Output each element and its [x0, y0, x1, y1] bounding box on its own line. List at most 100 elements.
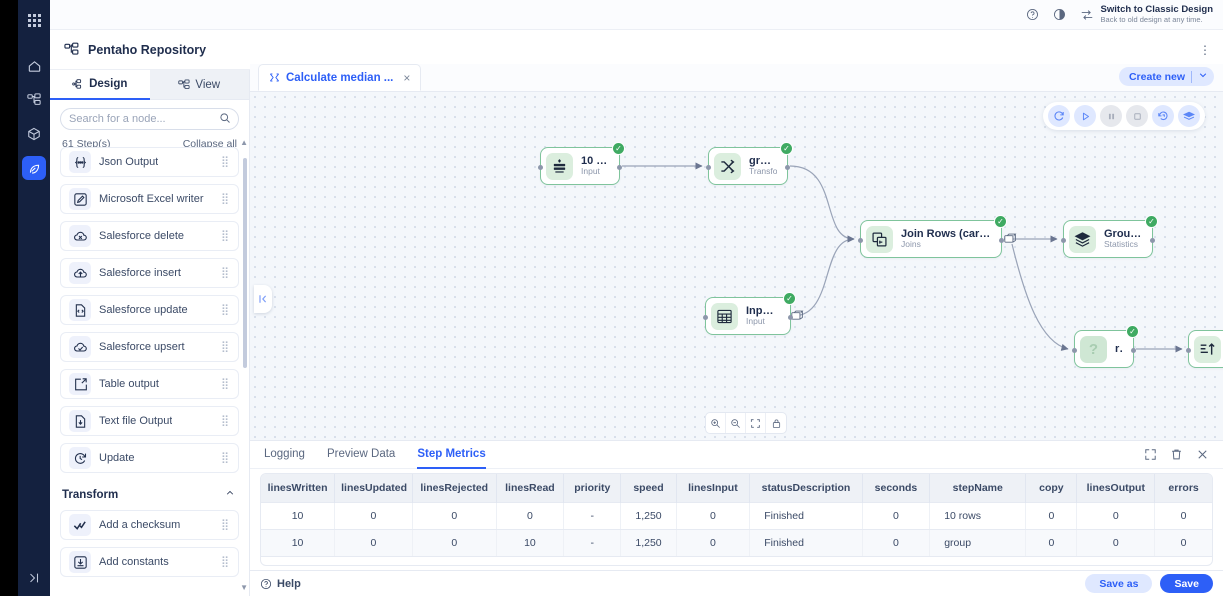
close-icon[interactable]: ×	[403, 70, 411, 85]
table-header-statusDescription[interactable]: statusDescription	[749, 474, 863, 503]
input-port[interactable]	[706, 165, 711, 170]
tab-view[interactable]: View	[149, 70, 249, 100]
node-card-salesforce-delete[interactable]: Salesforce delete⣿	[60, 221, 239, 251]
help-circle-icon[interactable]	[1026, 8, 1039, 21]
zoom-in-button[interactable]	[706, 413, 726, 433]
stop-button[interactable]	[1126, 105, 1148, 127]
save-button[interactable]: Save	[1160, 574, 1213, 593]
expand-rail-icon[interactable]	[22, 566, 46, 590]
collapse-panel-handle[interactable]	[254, 285, 272, 313]
help-button[interactable]: Help	[260, 578, 301, 590]
apps-grid-icon[interactable]	[22, 8, 46, 32]
node-card-table-output[interactable]: Table output⣿	[60, 369, 239, 399]
node-list[interactable]: Json Output⣿ Microsoft Excel writer⣿ Sales…	[50, 147, 249, 596]
expand-icon[interactable]	[1144, 448, 1157, 461]
chevron-down-icon[interactable]	[1198, 70, 1208, 83]
table-header-copy[interactable]: copy	[1025, 474, 1078, 503]
tab-step-metrics[interactable]: Step Metrics	[417, 441, 486, 469]
table-header-linesWritten[interactable]: linesWritten	[261, 474, 336, 503]
table-header-linesOutput[interactable]: linesOutput	[1076, 474, 1156, 503]
table-header-linesUpdated[interactable]: linesUpdated	[334, 474, 413, 503]
zoom-out-button[interactable]	[726, 413, 746, 433]
trash-icon[interactable]	[1170, 448, 1183, 461]
close-icon[interactable]	[1196, 448, 1209, 461]
tab-calculate-median[interactable]: Calculate median ... ×	[258, 64, 422, 91]
pause-button[interactable]	[1100, 105, 1122, 127]
step-node-group-by[interactable]: Group by Statistics ✓	[1061, 215, 1158, 258]
panel-scrollbar[interactable]	[243, 158, 247, 368]
step-node-10-rows[interactable]: 10 rows Input ✓	[538, 142, 625, 185]
contrast-icon[interactable]	[1053, 8, 1066, 21]
drag-handle-icon[interactable]: ⣿	[220, 378, 230, 390]
search-input[interactable]	[69, 113, 230, 125]
drag-handle-icon[interactable]: ⣿	[220, 452, 230, 464]
refresh-button[interactable]	[1048, 105, 1070, 127]
home-icon[interactable]	[22, 54, 46, 78]
output-port[interactable]	[788, 315, 793, 320]
output-port[interactable]	[1131, 348, 1136, 353]
output-port[interactable]	[785, 165, 790, 170]
table-header-linesInput[interactable]: linesInput	[676, 474, 751, 503]
drag-handle-icon[interactable]: ⣿	[220, 267, 230, 279]
drag-handle-icon[interactable]: ⣿	[220, 230, 230, 242]
fit-screen-button[interactable]	[746, 413, 766, 433]
drag-handle-icon[interactable]: ⣿	[220, 415, 230, 427]
input-port[interactable]	[858, 238, 863, 243]
repository-icon[interactable]	[22, 88, 46, 112]
scroll-up-arrow[interactable]: ▲	[240, 138, 248, 147]
create-new-button[interactable]: Create new	[1118, 67, 1214, 86]
node-card-add-constants[interactable]: Add constants⣿	[60, 547, 239, 577]
leaf-icon[interactable]	[22, 156, 46, 180]
step-node-join-rows[interactable]: Join Rows (cartesian ... Joins ✓	[858, 215, 1007, 258]
table-header-stepName[interactable]: stepName	[929, 474, 1027, 503]
step-node-input-data[interactable]: Input data Input ✓	[703, 292, 796, 335]
drag-handle-icon[interactable]: ⣿	[220, 341, 230, 353]
replay-button[interactable]	[1152, 105, 1174, 127]
node-card-json-output[interactable]: Json Output⣿	[60, 147, 239, 177]
step-node-rnd[interactable]: ? rnd ✓	[1072, 325, 1139, 368]
scroll-down-arrow[interactable]: ▼	[240, 583, 248, 592]
drag-handle-icon[interactable]: ⣿	[220, 556, 230, 568]
table-header-linesRejected[interactable]: linesRejected	[412, 474, 497, 503]
package-icon[interactable]	[22, 122, 46, 146]
drag-handle-icon[interactable]: ⣿	[220, 156, 230, 168]
step-node-sort-rows[interactable]: Sort rows Transform ✓	[1186, 330, 1223, 368]
group-header-transform[interactable]: Transform	[60, 480, 239, 510]
node-card-add-a-checksum[interactable]: Add a checksum⣿	[60, 510, 239, 540]
table-header-linesRead[interactable]: linesRead	[496, 474, 565, 503]
node-card-update[interactable]: Update⣿	[60, 443, 239, 473]
input-port[interactable]	[1061, 238, 1066, 243]
transformation-canvas[interactable]: 10 rows Input ✓ group Transform ✓	[250, 92, 1223, 440]
tab-logging[interactable]: Logging	[264, 447, 305, 460]
node-card-microsoft-excel-writer[interactable]: Microsoft Excel writer⣿	[60, 184, 239, 214]
repository-kebab-menu[interactable]: ⋮	[1199, 42, 1211, 57]
node-card-salesforce-update[interactable]: Salesforce update⣿	[60, 295, 239, 325]
lock-button[interactable]	[766, 413, 786, 433]
input-port[interactable]	[703, 315, 708, 320]
table-header-priority[interactable]: priority	[563, 474, 622, 503]
drag-handle-icon[interactable]: ⣿	[220, 193, 230, 205]
node-card-text-file-output[interactable]: Text file Output⣿	[60, 406, 239, 436]
table-header-seconds[interactable]: seconds	[862, 474, 931, 503]
drag-handle-icon[interactable]: ⣿	[220, 519, 230, 531]
output-port[interactable]	[617, 165, 622, 170]
output-port[interactable]	[999, 238, 1004, 243]
tab-design[interactable]: Design	[50, 70, 150, 100]
search-box[interactable]	[60, 108, 239, 130]
preview-button[interactable]	[1178, 105, 1200, 127]
input-port[interactable]	[538, 165, 543, 170]
node-card-salesforce-upsert[interactable]: Salesforce upsert⣿	[60, 332, 239, 362]
input-port[interactable]	[1186, 348, 1191, 353]
table-header-errors[interactable]: errors	[1154, 474, 1212, 503]
step-node-group[interactable]: group Transform ✓	[706, 142, 793, 185]
input-port[interactable]	[1072, 348, 1077, 353]
hop-icon-input[interactable]	[791, 310, 804, 321]
table-header-speed[interactable]: speed	[620, 474, 677, 503]
switch-to-classic-design-button[interactable]: Switch to Classic Design Back to old des…	[1080, 4, 1213, 25]
save-as-button[interactable]: Save as	[1085, 574, 1153, 593]
output-port[interactable]	[1150, 238, 1155, 243]
search-icon[interactable]	[219, 112, 231, 127]
